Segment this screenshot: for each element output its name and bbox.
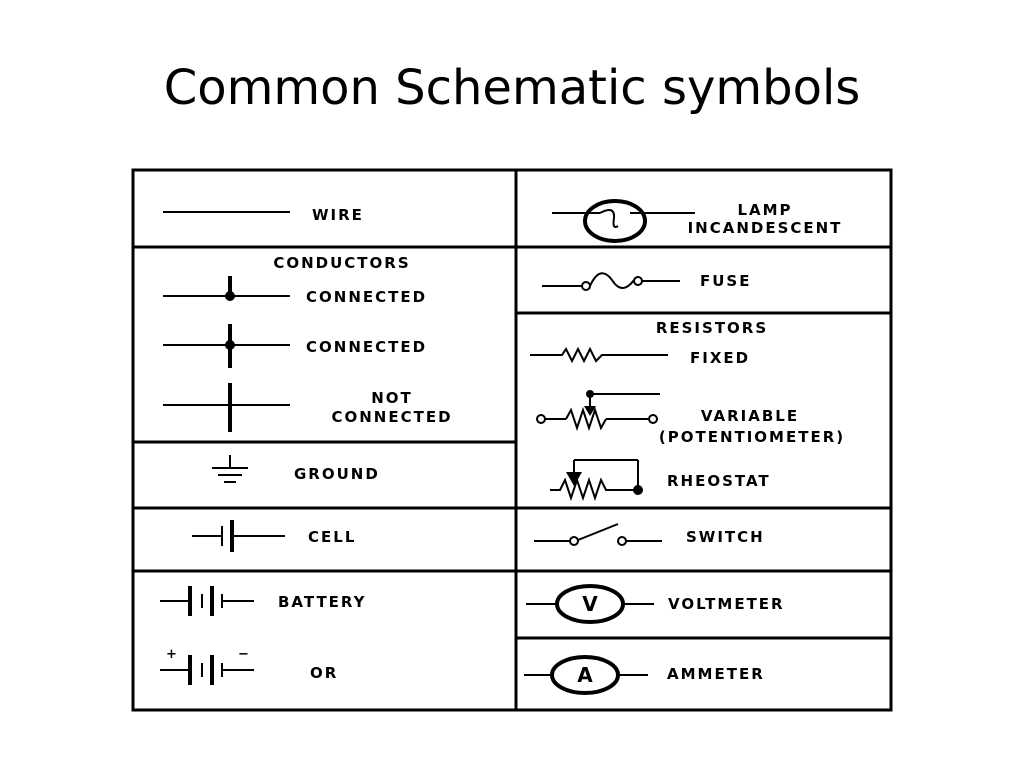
lamp-label-1: LAMP bbox=[737, 201, 792, 219]
fuse-label: FUSE bbox=[700, 272, 751, 290]
rheostat-symbol bbox=[550, 459, 643, 502]
ground-symbol bbox=[212, 455, 248, 483]
battery-minus-sign: − bbox=[238, 647, 249, 662]
not-connected-symbol bbox=[163, 383, 290, 432]
connected-junction-symbol bbox=[163, 276, 290, 301]
not-connected-label-1: NOT bbox=[371, 389, 413, 407]
battery-label: BATTERY bbox=[278, 593, 367, 611]
battery-or-label: OR bbox=[310, 664, 338, 682]
fixed-resistor-label: FIXED bbox=[690, 349, 750, 367]
lamp-symbol bbox=[552, 199, 695, 243]
battery-plus-sign: + bbox=[166, 647, 177, 662]
rheostat-label: RHEOSTAT bbox=[667, 472, 771, 490]
slide-title: Common Schematic symbols bbox=[163, 60, 861, 116]
voltmeter-label: VOLTMETER bbox=[668, 595, 785, 613]
variable-resistor-label-1: VARIABLE bbox=[701, 407, 799, 425]
ground-label: GROUND bbox=[294, 465, 380, 483]
wire-label: WIRE bbox=[312, 206, 364, 224]
fixed-resistor-symbol bbox=[530, 346, 668, 364]
lamp-label-2: INCANDESCENT bbox=[688, 219, 843, 237]
conductors-heading: CONDUCTORS bbox=[273, 254, 410, 272]
ammeter-label: AMMETER bbox=[667, 665, 765, 683]
connected-label-1: CONNECTED bbox=[306, 288, 427, 306]
variable-resistor-label-2: (POTENTIOMETER) bbox=[659, 428, 845, 446]
battery-alt-symbol bbox=[160, 655, 254, 685]
cell-symbol bbox=[192, 520, 285, 552]
ammeter-symbol bbox=[524, 655, 648, 695]
fuse-symbol bbox=[542, 272, 680, 291]
potentiometer-symbol bbox=[536, 390, 660, 432]
connected-label-2: CONNECTED bbox=[306, 338, 427, 356]
ammeter-letter: A bbox=[577, 663, 593, 687]
switch-label: SWITCH bbox=[686, 528, 765, 546]
switch-symbol bbox=[534, 523, 662, 546]
connected-cross-symbol bbox=[163, 324, 290, 368]
resistors-heading: RESISTORS bbox=[656, 319, 768, 337]
battery-symbol bbox=[160, 586, 254, 616]
not-connected-label-2: CONNECTED bbox=[331, 408, 452, 426]
cell-label: CELL bbox=[308, 528, 356, 546]
table-grid bbox=[131, 168, 893, 712]
voltmeter-symbol bbox=[526, 584, 654, 624]
voltmeter-letter: V bbox=[582, 592, 598, 616]
